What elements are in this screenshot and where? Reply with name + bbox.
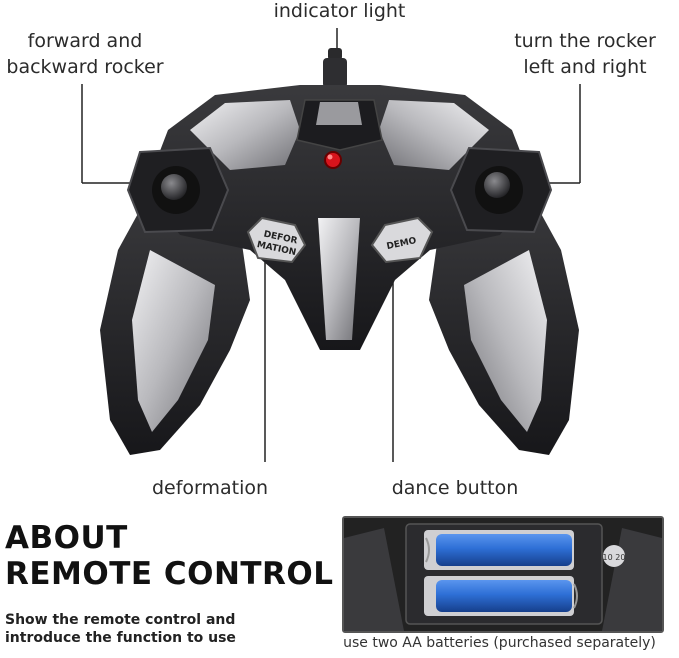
top-left-silver-panel bbox=[190, 100, 300, 170]
deformation-label: deformation bbox=[151, 477, 269, 499]
battery-aa-2 bbox=[436, 580, 572, 612]
deformation-button[interactable]: DEFOR MATION bbox=[246, 216, 307, 264]
battery-aa-1 bbox=[436, 534, 572, 566]
center-silver-blade bbox=[318, 218, 360, 340]
forward-rocker-label-line1: forward and bbox=[27, 30, 143, 52]
battery-compartment-photo: 10 20 bbox=[342, 516, 664, 633]
battery-caption: use two AA batteries (purchased separate… bbox=[343, 635, 656, 651]
about-description-line1: Show the remote control and bbox=[5, 612, 236, 628]
about-heading-line1: ABOUT bbox=[5, 520, 128, 556]
spring-2 bbox=[573, 583, 578, 609]
about-description: Show the remote control and introduce th… bbox=[5, 611, 305, 647]
forward-rocker-label-line2: backward rocker bbox=[6, 56, 164, 78]
left-rocker-knob[interactable] bbox=[161, 174, 187, 200]
top-right-silver-panel bbox=[379, 100, 489, 170]
indicator-light-label: indicator light bbox=[273, 0, 406, 22]
turn-rocker-label: turn the rocker left and right bbox=[500, 28, 670, 80]
turn-rocker-label-line2: left and right bbox=[523, 56, 647, 78]
dance-button-label: dance button bbox=[391, 477, 519, 499]
antenna bbox=[323, 48, 347, 88]
turn-rocker-label-line1: turn the rocker bbox=[514, 30, 656, 52]
compartment-screw-badge bbox=[603, 545, 625, 567]
about-heading-line2: REMOTE CONTROL bbox=[5, 556, 334, 592]
about-description-line2: introduce the function to use bbox=[5, 630, 236, 646]
center-top-silver-strip bbox=[316, 102, 362, 125]
demo-button[interactable]: DEMO bbox=[370, 216, 434, 264]
right-grip-silver-panel bbox=[464, 250, 547, 432]
indicator-light bbox=[324, 151, 342, 169]
battery-compartment-illustration: 10 20 bbox=[344, 518, 662, 631]
left-grip-silver-panel bbox=[132, 250, 215, 432]
remote-controller-illustration: DEFOR MATION DEMO bbox=[81, 28, 581, 462]
spring-1 bbox=[425, 537, 430, 563]
about-heading: ABOUT REMOTE CONTROL bbox=[5, 520, 334, 592]
right-rocker-knob[interactable] bbox=[484, 172, 510, 198]
forward-backward-rocker-label: forward and backward rocker bbox=[0, 28, 170, 80]
indicator-light-highlight bbox=[327, 154, 333, 160]
compartment-mark: 10 20 bbox=[603, 553, 626, 562]
